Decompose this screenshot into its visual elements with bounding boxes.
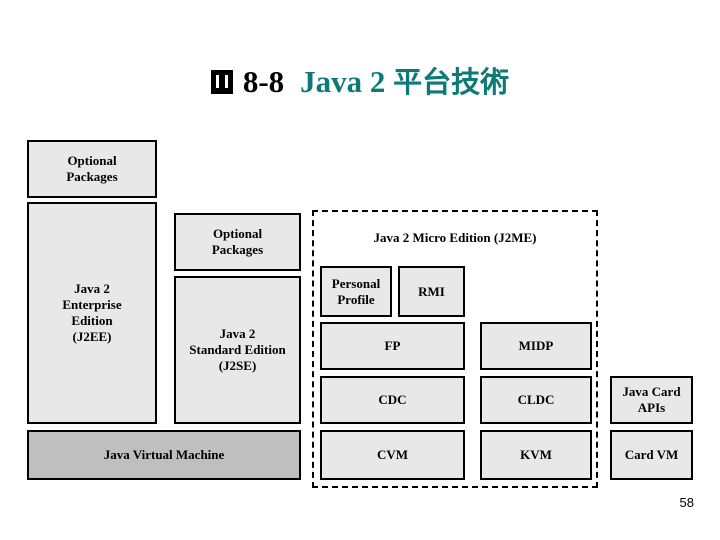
diagram-box-label-line: Optional [212,226,263,242]
diagram-box-label: CVM [324,447,461,463]
diagram-box-midp: MIDP [480,322,592,370]
title-main-text: Java 2 平台技術 [300,66,509,97]
diagram-box-label-line: Optional [67,153,117,169]
diagram-box-label: CLDC [484,392,588,408]
diagram-box-label-line: FP [384,338,401,354]
diagram-box-label-line: Java 2 [219,326,256,342]
diagram-box-label-line: (J2SE) [218,357,257,373]
diagram-box-label: RMI [402,284,461,300]
diagram-box-label-line: Java 2 [74,281,110,297]
diagram-box-label: KVM [484,447,588,463]
diagram-box-label-line: Personal [331,275,381,291]
diagram-box-label-line: Packages [66,169,118,184]
slide-title: 8-8 Java 2 平台技術 [0,66,720,97]
diagram-box-label-line: Card VM [624,447,679,463]
diagram-box-label-line: CLDC [517,392,555,408]
title-latin-text: Java 2 [300,64,394,99]
diagram-box-label: Card VM [614,447,689,463]
diagram-box-label-line: Java Virtual Machine [103,447,225,463]
diagram-box-cdc: CDC [320,376,465,424]
diagram-box-rmi: RMI [398,266,465,317]
diagram-box-label-line: Profile [337,291,375,307]
title-number: 8-8 [242,64,285,99]
diagram-box-label-line: CDC [378,392,407,408]
diagram-box-cvm: CVM [320,430,465,480]
diagram-box-label: CDC [324,392,461,408]
diagram-box-label-line: Java Card [622,384,681,400]
diagram-box-kvm: KVM [480,430,592,480]
diagram-box-label: MIDP [484,338,588,354]
diagram-box-label-line: Edition [71,313,113,328]
diagram-box-label-line: Standard Edition [189,342,286,358]
diagram-box-jvm: Java Virtual Machine [27,430,301,480]
title-cjk-text: 平台技術 [393,65,510,99]
diagram-box-label-line: CVM [376,447,409,463]
diagram-box-fp: FP [320,322,465,370]
diagram-box-label-line: Packages [211,242,264,257]
book-bullet-icon [210,69,233,94]
j2me-group-label: Java 2 Micro Edition (J2ME) [373,230,537,245]
diagram-box-label: FP [324,338,461,354]
diagram-box-label-line: APIs [637,400,666,415]
diagram-box-label-line: MIDP [518,338,554,354]
diagram-box-cldc: CLDC [480,376,592,424]
diagram-box-card-vm: Card VM [610,430,693,480]
diagram-box-label-line: Enterprise [62,297,122,313]
diagram-box-label-line: (J2EE) [72,328,112,344]
j2me-dashed-group [312,210,598,488]
diagram-box-label-line: RMI [418,283,445,299]
diagram-box-label-line: KVM [520,447,552,463]
page-number: 58 [679,495,694,510]
diagram-box-label: Java Virtual Machine [31,447,297,463]
